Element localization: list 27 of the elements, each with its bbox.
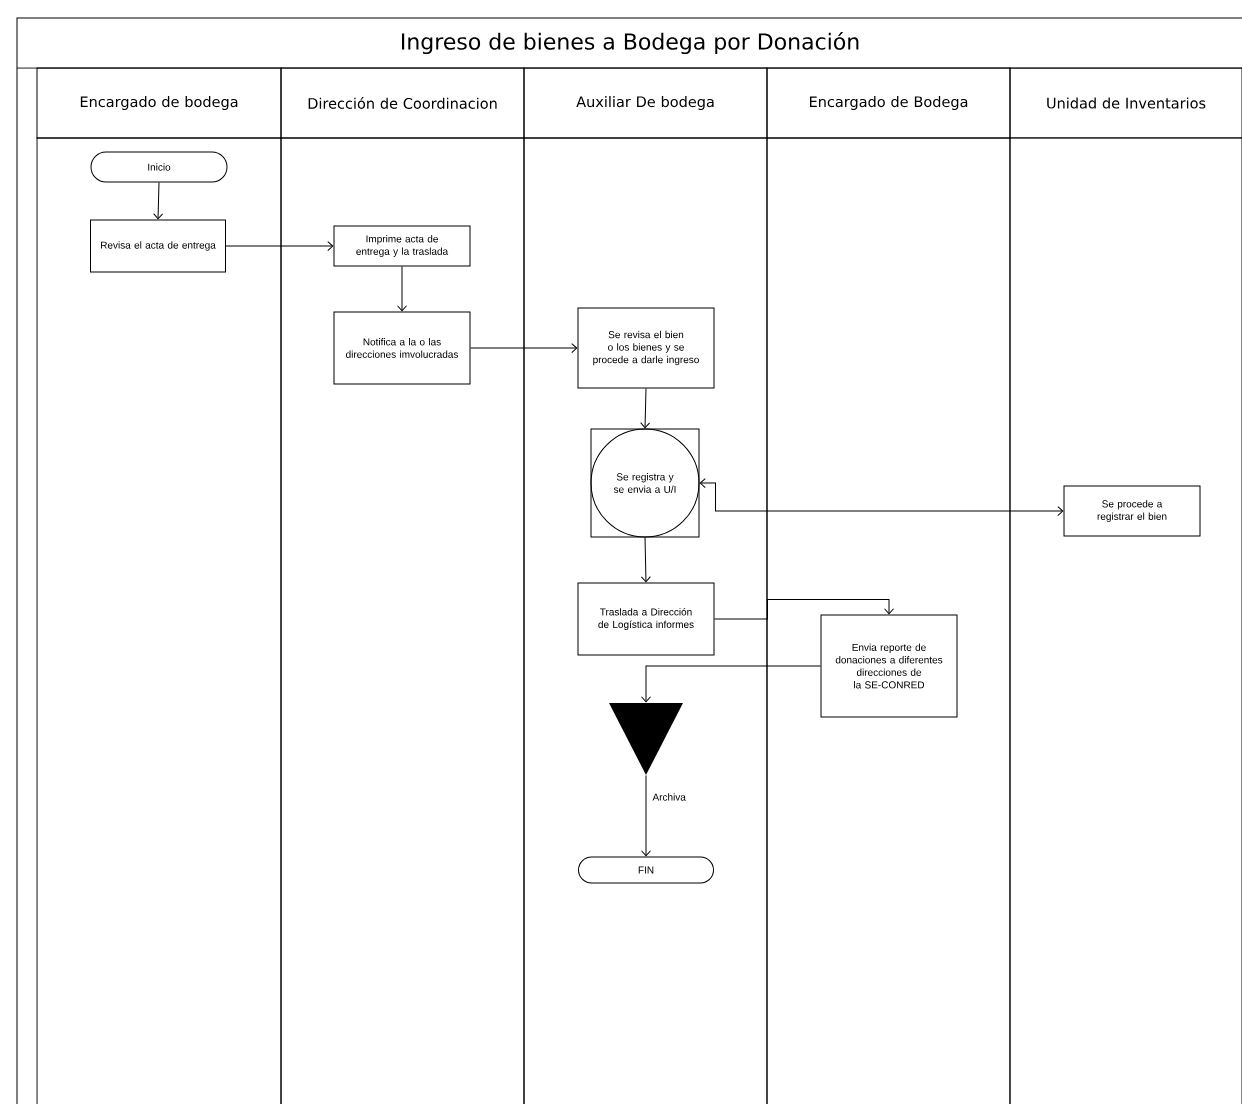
arrow xyxy=(641,775,651,857)
arrow xyxy=(640,537,651,583)
arrow xyxy=(397,266,407,312)
process-box: Traslada a Dirección de Logística informes xyxy=(577,582,715,656)
arrow xyxy=(225,241,334,251)
node-label: Encargado de Bodega xyxy=(809,95,968,111)
archive-triangle: Archiva xyxy=(609,703,686,801)
process-box: Se procede a registrar el bien xyxy=(1063,485,1201,537)
node-label: Dirección de Coordinacion xyxy=(308,97,497,109)
terminator: Inicio xyxy=(90,151,228,183)
process-box: Imprime acta de entrega y la traslada xyxy=(333,225,471,267)
process-box: Revisa el acta de entrega xyxy=(90,219,226,273)
terminator: FIN xyxy=(578,856,714,884)
arrow xyxy=(470,343,578,353)
arrow xyxy=(699,478,1064,516)
arrow xyxy=(153,182,164,220)
process-box: Envia reporte de donaciones a diferentes direcciones de la SE-CONRED xyxy=(820,614,958,718)
arrow xyxy=(714,599,894,620)
process-box: Notifica a la o las direcciones imvolucradas xyxy=(333,311,471,385)
node-label: Encargado de bodega xyxy=(80,95,238,111)
process-box: Se revisa el bien o los bienes y se procede a darle ingreso xyxy=(577,307,715,389)
arrow xyxy=(640,388,651,429)
title: Ingreso de bienes a Bodega por Donación xyxy=(402,31,859,55)
node-label: Archiva xyxy=(652,793,686,801)
node-label: Unidad de Inventarios xyxy=(1047,97,1206,109)
arrow xyxy=(641,665,821,703)
node-label: Auxiliar De bodega xyxy=(576,95,714,111)
